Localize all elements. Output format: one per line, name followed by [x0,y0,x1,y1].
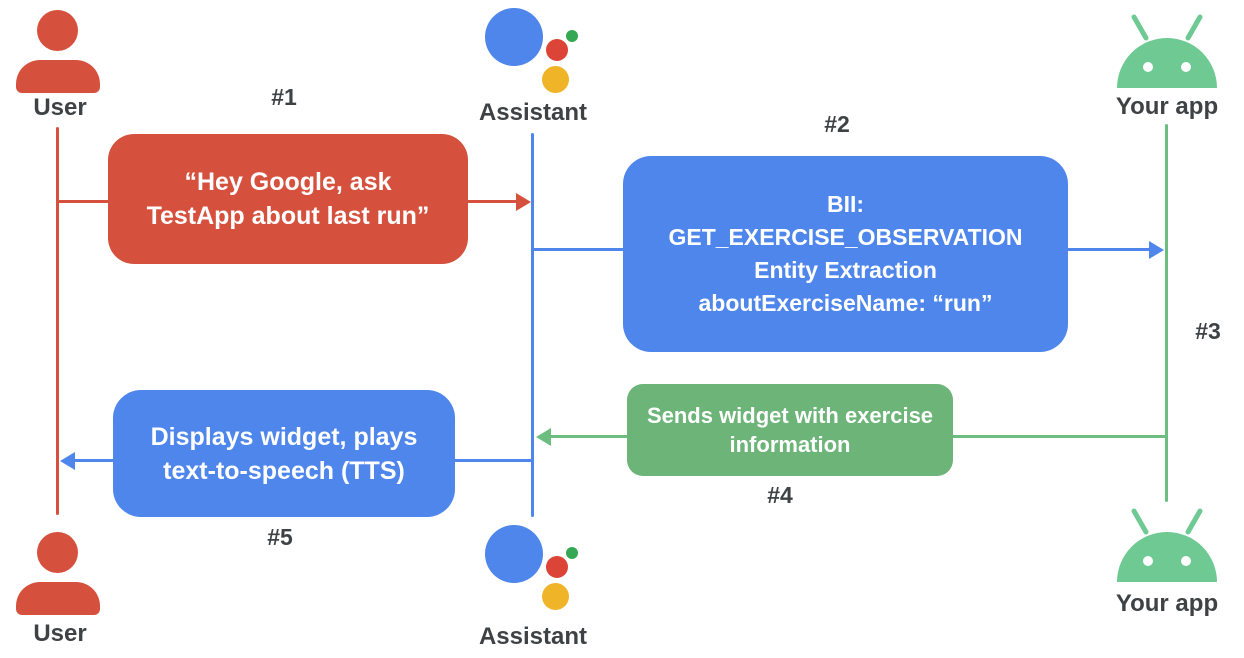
bii-line-2: GET_EXERCISE_OBSERVATION [668,224,1023,250]
assistant-red-circle [546,556,568,578]
user-query-message-box: “Hey Google, ask TestApp about last run” [108,134,468,264]
user-lifeline [56,127,59,515]
assistant-lifeline [531,133,534,517]
assistant-red-circle [546,39,568,61]
actor-label-app-bottom: Your app [1115,590,1219,617]
user-query-line-1: “Hey Google, ask [184,168,392,196]
actor-label-user-top: User [33,94,87,121]
arrowhead-5-left-icon [60,452,75,470]
arrowhead-4-left-icon [536,428,551,446]
assistant-icon-bottom [483,524,583,614]
step-label-2: #2 [824,111,850,137]
tts-line-1: Displays widget, plays [150,422,418,451]
assistant-yellow-circle [542,583,569,610]
bii-message-box: BII: GET_EXERCISE_OBSERVATION Entity Ext… [623,156,1068,352]
widget-line-2: information [729,432,851,457]
step-label-4: #4 [767,482,793,508]
user-icon-head [37,10,78,51]
user-query-line-2: TestApp about last run” [146,202,430,230]
user-icon-body [16,582,100,615]
android-icon-bottom [1117,508,1217,582]
assistant-icon [483,7,583,97]
tts-message-box: Displays widget, plays text-to-speech (T… [113,390,455,517]
widget-message-box: Sends widget with exercise information [627,384,953,476]
bii-line-3: Entity Extraction [754,257,937,283]
assistant-blue-circle [485,525,543,583]
assistant-blue-circle [485,8,543,66]
actor-label-app-top: Your app [1115,93,1219,120]
widget-line-1: Sends widget with exercise [646,403,934,428]
assistant-green-circle [566,547,578,559]
step-label-1: #1 [271,84,297,110]
android-icon [1117,14,1217,88]
user-icon-body [16,60,100,93]
bii-line-1: BII: [826,191,865,217]
arrowhead-2-right-icon [1149,241,1164,259]
actor-label-user-bottom: User [33,620,87,647]
user-icon-head [37,532,78,573]
arrowhead-1-right-icon [516,193,531,211]
bii-line-4: aboutExerciseName: “run” [698,290,993,316]
assistant-yellow-circle [542,66,569,93]
tts-line-2: text-to-speech (TTS) [163,456,405,485]
app-lifeline [1165,124,1168,502]
step-label-3: #3 [1195,318,1221,344]
assistant-green-circle [566,30,578,42]
user-icon-bottom [15,532,101,618]
actor-label-assistant-top: Assistant [478,99,588,126]
user-icon [15,10,101,96]
actor-label-assistant-bottom: Assistant [478,623,588,650]
step-label-5: #5 [267,524,293,550]
